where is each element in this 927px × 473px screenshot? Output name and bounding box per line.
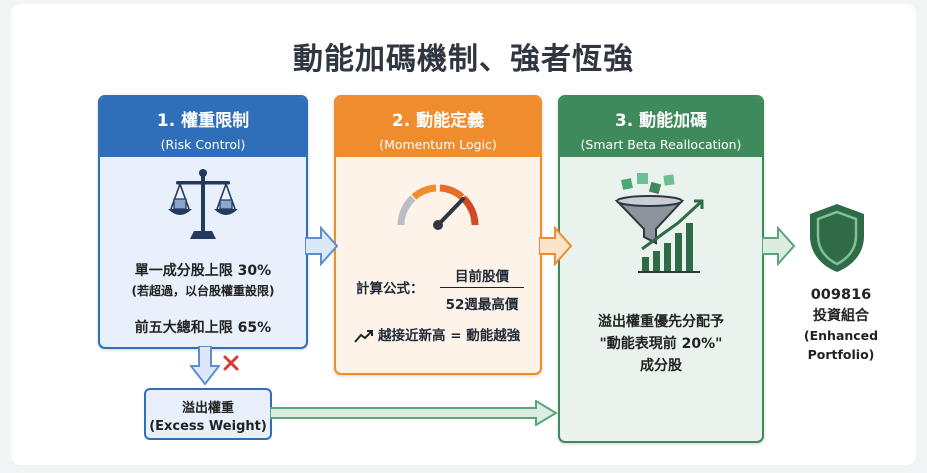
panel-subheading: (Smart Beta Reallocation)	[580, 137, 742, 152]
excess-weight-box: 溢出權重 (Excess Weight)	[144, 388, 272, 440]
panel-subheading: (Risk Control)	[160, 137, 246, 152]
formula-numerator: 目前股價	[455, 269, 509, 285]
fund-english-1: (Enhanced	[803, 328, 879, 343]
diagram-canvas: 動能加碼機制、強者恆強 1. 權重限制 (Risk Control) 單一成分股…	[11, 4, 916, 465]
single-stock-cap-text: 單一成分股上限 30%	[134, 263, 272, 279]
fund-english-2: Portfolio)	[807, 347, 875, 362]
formula-label: 計算公式：	[356, 281, 424, 297]
trend-text: 越接近新高 = 動能越強	[378, 328, 521, 344]
panel-heading: 2. 動能定義	[391, 111, 485, 131]
panel-smart-beta: 3. 動能加碼 (Smart Beta Reallocation) 溢出權重優先…	[558, 95, 764, 443]
fund-name: 投資組合	[813, 308, 869, 324]
arrow-right-long-icon	[270, 400, 558, 426]
funnel-growth-chart-icon	[614, 173, 704, 273]
reallocation-text-1: 溢出權重優先分配予	[598, 314, 724, 330]
panel-momentum-logic: 2. 動能定義 (Momentum Logic) 計算公式： 目前股價 52週最…	[334, 95, 542, 375]
panel-header: 2. 動能定義 (Momentum Logic)	[336, 97, 540, 157]
diagram-title: 動能加碼機制、強者恆強	[293, 42, 634, 77]
arrow-right-icon	[305, 226, 339, 266]
excess-weight-label: 溢出權重	[181, 401, 234, 416]
arrow-right-icon	[539, 226, 573, 266]
cap-note-text: (若超過，以台股權重設限)	[131, 284, 275, 298]
fraction-bar	[440, 287, 524, 288]
panel-header: 1. 權重限制 (Risk Control)	[100, 97, 306, 157]
arrow-right-icon	[762, 226, 796, 266]
close-icon	[223, 355, 239, 371]
formula-denominator: 52週最高價	[445, 297, 519, 313]
panel-header: 3. 動能加碼 (Smart Beta Reallocation)	[560, 97, 762, 157]
panel-risk-control: 1. 權重限制 (Risk Control) 單一成分股上限 30% (若超過，…	[98, 95, 308, 349]
trend-up-icon	[354, 330, 373, 343]
balance-scale-icon	[168, 169, 238, 239]
shield-icon	[810, 204, 864, 272]
result-portfolio: 009816 投資組合 (Enhanced Portfolio)	[781, 287, 901, 363]
reallocation-text-2: "動能表現前 20%"	[599, 336, 723, 352]
panel-heading: 1. 權重限制	[156, 111, 250, 131]
excess-weight-english: (Excess Weight)	[149, 419, 267, 434]
panel-subheading: (Momentum Logic)	[379, 137, 497, 152]
fund-code: 009816	[810, 287, 872, 303]
trend-statement: 越接近新高 = 動能越強	[354, 324, 520, 344]
panel-heading: 3. 動能加碼	[614, 111, 708, 131]
top-five-cap-text: 前五大總和上限 65%	[134, 320, 272, 336]
arrow-down-icon	[190, 346, 220, 386]
speedometer-gauge-icon	[397, 184, 479, 230]
reallocation-text-3: 成分股	[640, 358, 682, 374]
